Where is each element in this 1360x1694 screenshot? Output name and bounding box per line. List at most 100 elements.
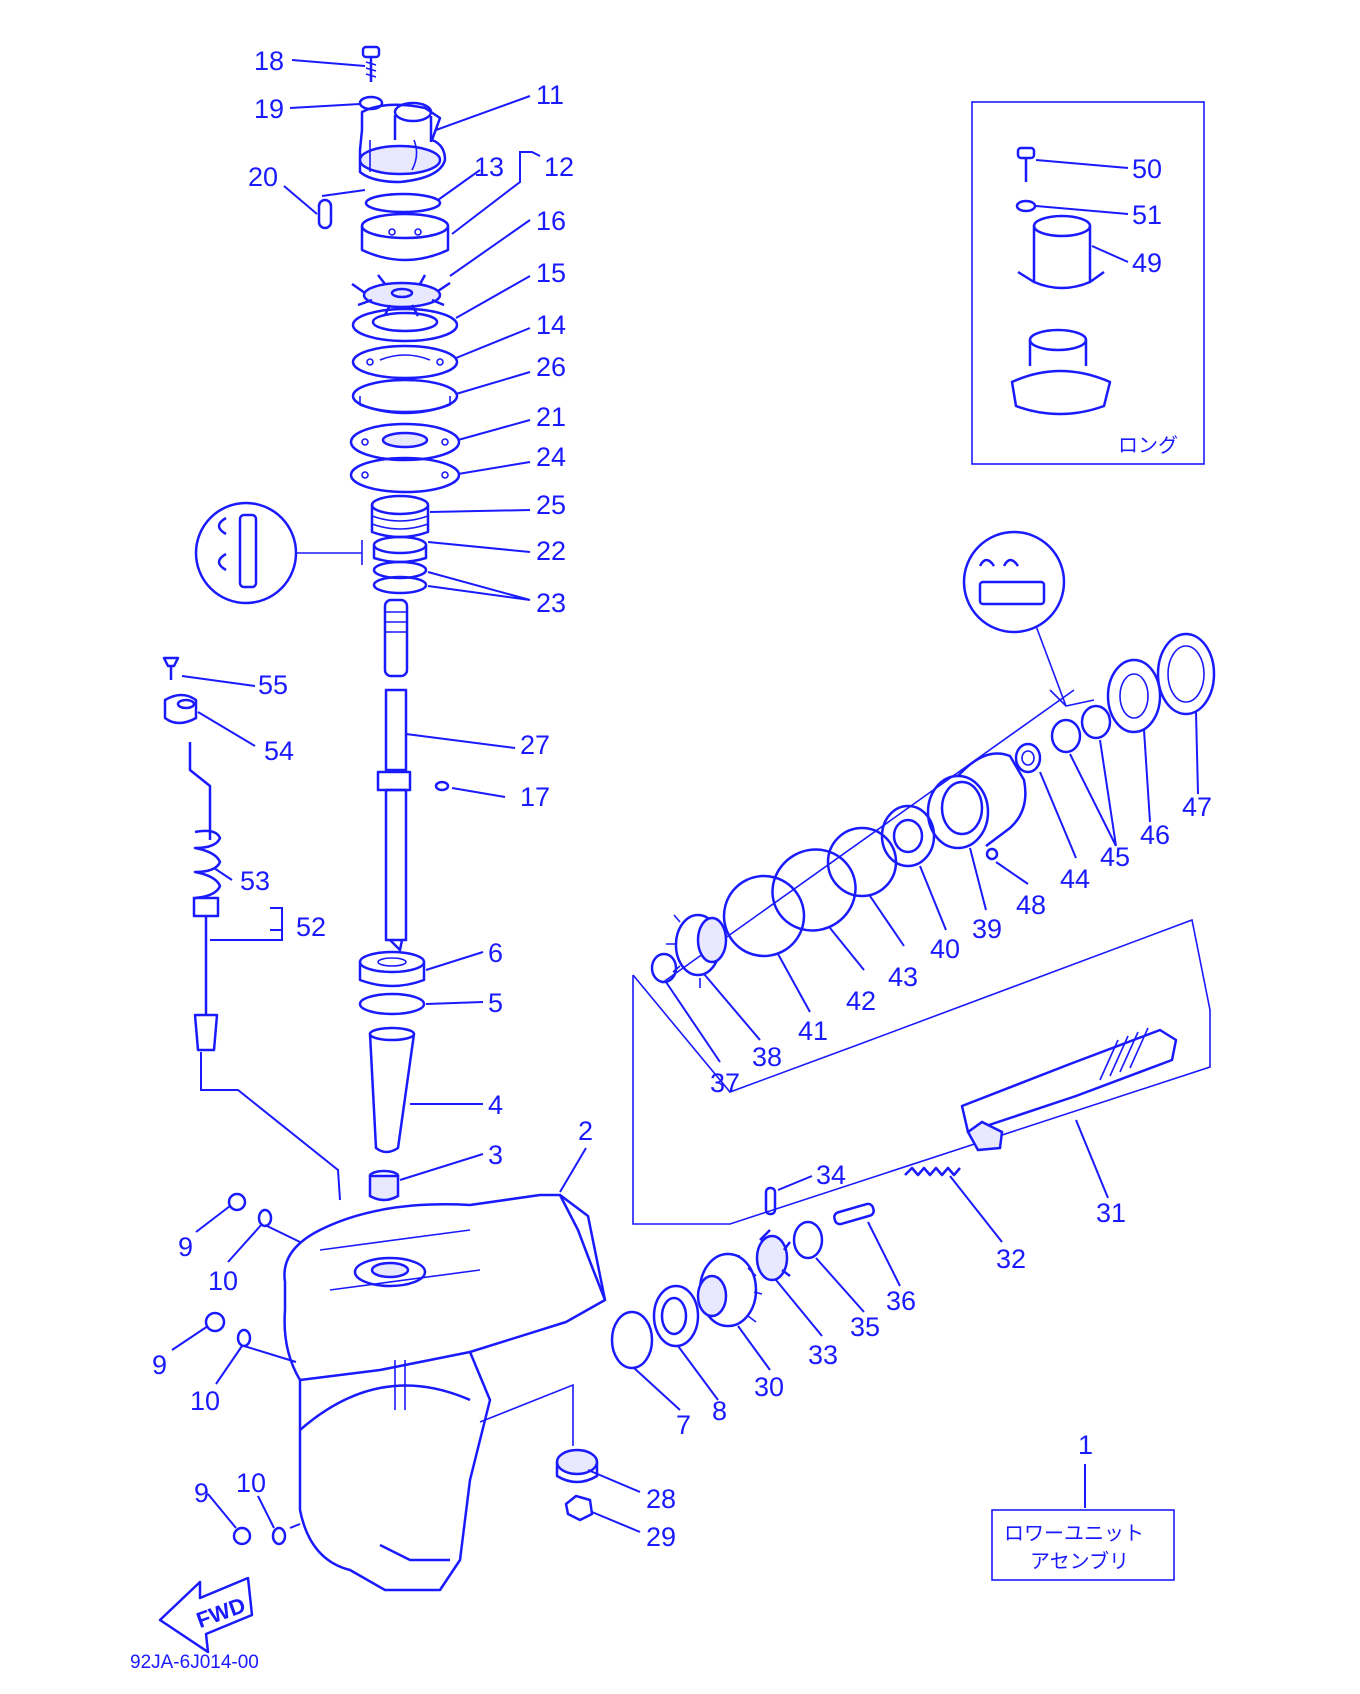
part-34-pin[interactable] — [764, 1186, 777, 1216]
callout-55: 55 — [258, 670, 288, 700]
part-26-plate[interactable] — [351, 378, 459, 415]
callout-42: 42 — [846, 986, 876, 1016]
leader-lines — [171, 59, 1199, 1533]
part-53-rod-boot[interactable] — [188, 742, 222, 918]
callout-20: 20 — [248, 162, 278, 192]
part-18-bolt[interactable] — [361, 45, 381, 82]
part-40-ball-bearing[interactable] — [880, 804, 936, 868]
callout-33: 33 — [808, 1340, 838, 1370]
part-17-pin[interactable] — [434, 780, 450, 792]
callout-50: 50 — [1132, 154, 1162, 184]
callout-32: 32 — [996, 1244, 1026, 1274]
callout-51: 51 — [1132, 200, 1162, 230]
part-36-pin[interactable] — [833, 1202, 875, 1226]
callout-47: 47 — [1182, 792, 1212, 822]
fwd-arrow: FWD — [158, 1576, 254, 1654]
inset-note: ロング — [1118, 433, 1178, 457]
part-3-bushing[interactable] — [368, 1169, 400, 1202]
part-35-clip[interactable] — [792, 1220, 824, 1260]
part-9-bolt-c[interactable] — [232, 1526, 252, 1546]
assembly-line-2: アセンブリ — [1030, 1549, 1129, 1573]
callout-41: 41 — [798, 1016, 828, 1046]
callout-7: 7 — [676, 1410, 691, 1440]
callout-26: 26 — [536, 352, 566, 382]
part-32-spring[interactable] — [904, 1166, 961, 1177]
callout-16: 16 — [536, 206, 566, 236]
callout-24: 24 — [536, 442, 566, 472]
part-6-bearing[interactable] — [358, 950, 426, 988]
part-10-washer-b[interactable] — [236, 1328, 252, 1348]
part-48-pin[interactable] — [985, 847, 999, 861]
callout-8: 8 — [712, 1396, 727, 1426]
part-46-claw-washer[interactable] — [1106, 658, 1162, 734]
part-27-drive-shaft[interactable] — [376, 598, 412, 952]
callout-4: 4 — [488, 1090, 503, 1120]
seal-detail-top-right — [962, 530, 1095, 707]
part-54-lever[interactable] — [163, 693, 198, 725]
callout-36: 36 — [886, 1286, 916, 1316]
callout-18: 18 — [254, 46, 284, 76]
part-7-shim[interactable] — [610, 1310, 654, 1370]
part-39-bearing-housing[interactable] — [926, 752, 1027, 850]
part-47-ring-nut[interactable] — [1156, 632, 1216, 716]
part-8-taper-bearing[interactable] — [652, 1284, 700, 1348]
part-15-outer-plate-cartridge[interactable] — [351, 307, 459, 343]
callout-numbers: 18 19 11 20 13 12 16 15 14 26 21 24 25 2… — [152, 46, 1212, 1552]
callout-17: 17 — [520, 782, 550, 812]
callout-45: 45 — [1100, 842, 1130, 872]
callout-11: 11 — [536, 80, 564, 110]
callout-37: 37 — [710, 1068, 740, 1098]
part-10-washer-c[interactable] — [271, 1526, 287, 1546]
part-50-bolt[interactable] — [1016, 146, 1036, 182]
part-45-oil-seals[interactable] — [1050, 704, 1112, 754]
part-21-oil-seal-housing[interactable] — [349, 422, 461, 462]
part-33-dog-clutch[interactable] — [755, 1229, 791, 1282]
part-42-thrust-washer[interactable] — [758, 834, 871, 945]
callout-28: 28 — [646, 1484, 676, 1514]
assembly-line-1: ロワーユニット — [1004, 1521, 1144, 1545]
part-41-shim[interactable] — [709, 861, 818, 970]
inset-lower-housing — [1010, 328, 1112, 416]
part-24-gasket[interactable] — [349, 456, 461, 494]
part-16-impeller[interactable] — [351, 274, 451, 317]
part-38-reverse-gear[interactable] — [666, 913, 728, 988]
part-30-forward-gear[interactable] — [696, 1252, 763, 1328]
part-43-o-ring[interactable] — [826, 826, 898, 898]
part-52-shift-rod[interactable] — [193, 916, 219, 1052]
part-29-nut[interactable] — [564, 1494, 594, 1522]
part-31-propeller-shaft[interactable] — [960, 1027, 1178, 1152]
part-23-oil-seals[interactable] — [372, 560, 428, 595]
callout-35: 35 — [850, 1312, 880, 1342]
part-22-oil-seal[interactable] — [372, 535, 428, 564]
callout-21: 21 — [536, 402, 566, 432]
part-5-shim[interactable] — [358, 992, 426, 1016]
part-13-gasket[interactable] — [364, 192, 442, 214]
part-49-pump-housing[interactable] — [1017, 214, 1105, 290]
callout-52: 52 — [296, 912, 326, 942]
part-20-dowel[interactable] — [317, 198, 333, 230]
part-25-seal-housing[interactable] — [370, 494, 430, 539]
part-4-sleeve[interactable] — [368, 1026, 416, 1154]
drawing-code: 92JA-6J014-00 — [130, 1652, 259, 1673]
part-44-needle-bearing[interactable] — [1014, 742, 1042, 774]
part-10-washer-a[interactable] — [257, 1208, 273, 1228]
part-9-bolt-a[interactable] — [227, 1192, 247, 1212]
callout-3: 3 — [488, 1140, 503, 1170]
part-55-screw[interactable] — [162, 656, 180, 680]
driveshaft-stack — [194, 45, 461, 1202]
callout-53: 53 — [240, 866, 270, 896]
part-2-lower-case[interactable] — [283, 1193, 607, 1592]
callout-14: 14 — [536, 310, 566, 340]
part-37-washer[interactable] — [650, 952, 678, 984]
part-12-insert[interactable] — [360, 212, 450, 262]
part-9-bolt-b[interactable] — [204, 1311, 226, 1333]
callout-29: 29 — [646, 1522, 676, 1552]
part-28-pinion[interactable] — [555, 1448, 599, 1484]
callout-25: 25 — [536, 490, 566, 520]
part-51-washer[interactable] — [1015, 199, 1037, 213]
callout-10b: 10 — [190, 1386, 220, 1416]
part-14-gasket[interactable] — [351, 344, 459, 380]
part-11-pump-housing[interactable] — [358, 101, 447, 184]
callout-49: 49 — [1132, 248, 1162, 278]
callout-46: 46 — [1140, 820, 1170, 850]
